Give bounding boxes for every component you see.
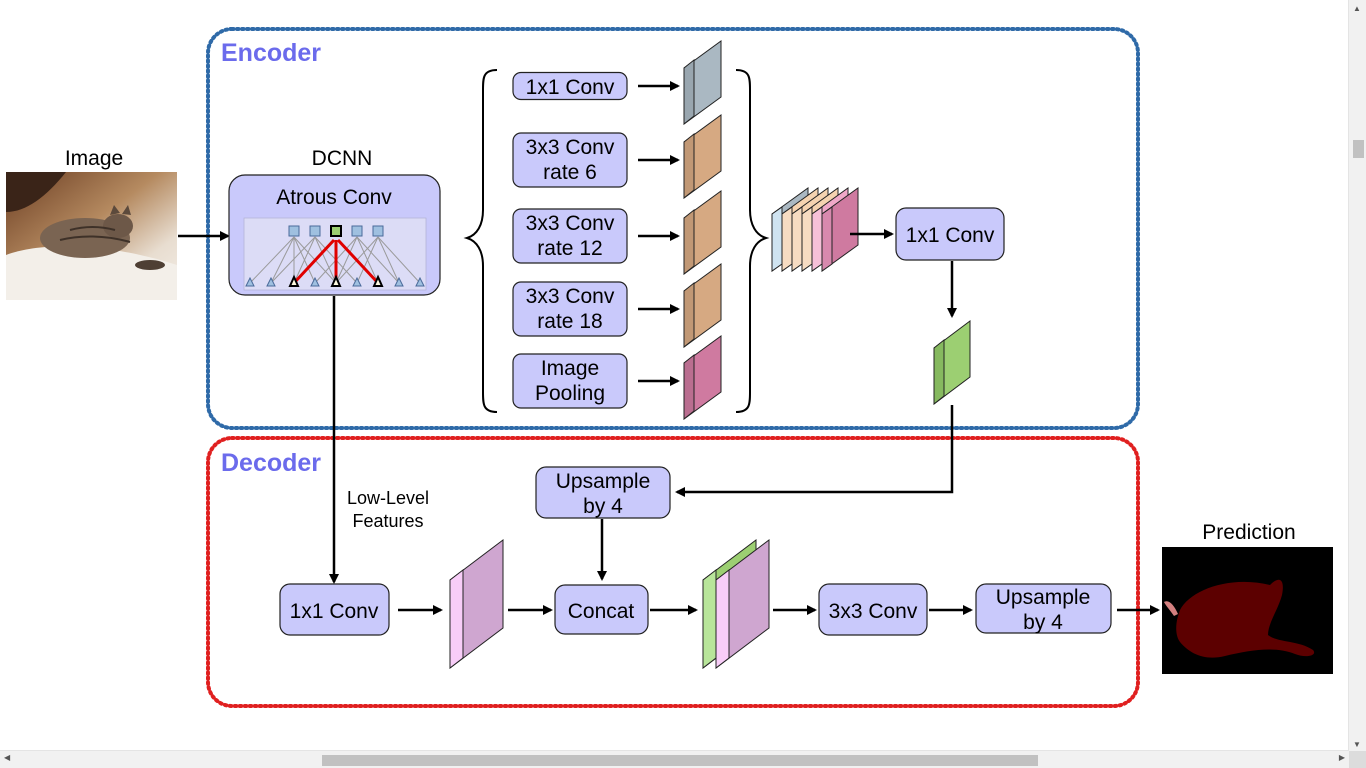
aspp-branch-label-4-1: Pooling bbox=[535, 382, 605, 405]
aspp-branch-label-3-0: 3x3 Conv bbox=[526, 285, 615, 308]
arrow-encoder-to-upsample bbox=[675, 405, 954, 497]
low-level-label-line1: Low-Level bbox=[347, 488, 429, 508]
scroll-left-icon[interactable]: ◀ bbox=[4, 753, 11, 762]
aspp-branch-block-4 bbox=[512, 353, 628, 409]
encoder-1x1-conv-block bbox=[895, 207, 1005, 261]
decoder-title: Decoder bbox=[221, 449, 321, 477]
concatenated-feature-map bbox=[702, 538, 770, 670]
aspp-branch-label-0-0: 1x1 Conv bbox=[526, 76, 615, 99]
aspp-concat-stack bbox=[771, 187, 859, 272]
aspp-branch-feature-2 bbox=[683, 190, 722, 276]
encoder-output-feature-green bbox=[933, 320, 971, 406]
prediction-segmentation-image bbox=[1162, 547, 1333, 674]
aspp-branch-block-0 bbox=[512, 71, 628, 101]
low-level-feature-map bbox=[449, 538, 504, 670]
aspp-left-brace bbox=[463, 69, 498, 413]
aspp-right-brace bbox=[735, 69, 770, 413]
vertical-scroll-thumb[interactable] bbox=[1353, 140, 1364, 158]
dcnn-label: DCNN bbox=[312, 147, 373, 170]
aspp-branch-label-1-0: 3x3 Conv bbox=[526, 136, 615, 159]
decoder-1x1-conv-block bbox=[279, 583, 390, 636]
decoder-1x1-conv-label: 1x1 Conv bbox=[290, 600, 379, 623]
horizontal-scrollbar[interactable]: ◀ ▶ bbox=[0, 750, 1349, 768]
low-level-label-line2: Features bbox=[352, 511, 423, 531]
aspp-branch-label-1-1: rate 6 bbox=[543, 161, 597, 184]
aspp-branch-label-4-0: Image bbox=[541, 357, 599, 380]
aspp-branch-label-2-1: rate 12 bbox=[537, 237, 602, 260]
upsample2-line1: Upsample bbox=[996, 586, 1091, 609]
aspp-branch-feature-0 bbox=[683, 40, 722, 126]
scroll-right-icon[interactable]: ▶ bbox=[1338, 753, 1345, 762]
aspp-branch-feature-4 bbox=[683, 335, 722, 421]
scroll-down-icon[interactable]: ▼ bbox=[1353, 740, 1361, 749]
vertical-scrollbar[interactable]: ▲ ▼ bbox=[1348, 0, 1366, 751]
decoder-3x3-conv-block bbox=[818, 583, 928, 636]
upsample2-line2: by 4 bbox=[1023, 611, 1063, 634]
encoder-1x1-conv-label: 1x1 Conv bbox=[906, 224, 995, 247]
aspp-branch-block-3 bbox=[512, 281, 628, 337]
encoder-title: Encoder bbox=[221, 39, 321, 67]
scrollbar-corner bbox=[1349, 751, 1366, 768]
upsample-by-4-block-2 bbox=[975, 583, 1112, 634]
upsample-by-4-block-1 bbox=[535, 466, 671, 519]
atrous-conv-label: Atrous Conv bbox=[276, 186, 392, 209]
upsample1-line1: Upsample bbox=[556, 470, 651, 493]
aspp-branch-block-2 bbox=[512, 208, 628, 264]
prediction-label: Prediction bbox=[1202, 521, 1295, 544]
atrous-conv-illustration bbox=[243, 217, 427, 291]
input-image-label: Image bbox=[65, 147, 123, 170]
concat-label: Concat bbox=[568, 600, 635, 623]
upsample1-line2: by 4 bbox=[583, 495, 623, 518]
decoder-region bbox=[206, 436, 1140, 708]
aspp-branch-label-2-0: 3x3 Conv bbox=[526, 212, 615, 235]
input-image-cat-photo bbox=[6, 172, 177, 300]
concat-block bbox=[554, 584, 649, 635]
encoder-region bbox=[206, 27, 1140, 430]
aspp-branch-feature-3 bbox=[683, 263, 722, 349]
aspp-branch-block-1 bbox=[512, 132, 628, 188]
aspp-branch-feature-1 bbox=[683, 114, 722, 200]
scroll-up-icon[interactable]: ▲ bbox=[1353, 4, 1361, 13]
deeplab-diagram: Encoder Decoder Image DCNN Atrous Conv bbox=[6, 27, 1333, 708]
horizontal-scroll-thumb[interactable] bbox=[322, 755, 1038, 766]
aspp-branch-label-3-1: rate 18 bbox=[537, 310, 602, 333]
decoder-3x3-conv-label: 3x3 Conv bbox=[829, 600, 918, 623]
stack-layer-5 bbox=[821, 187, 859, 272]
